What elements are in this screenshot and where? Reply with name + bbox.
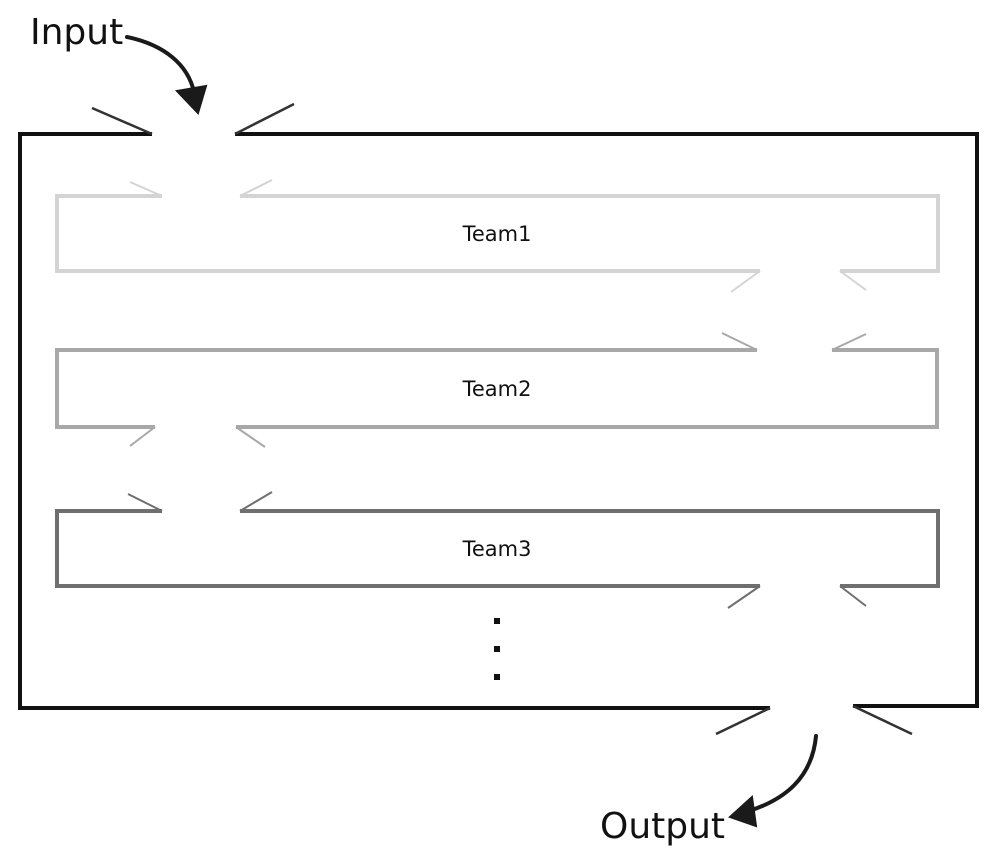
team-1-label: Team1 (462, 222, 532, 246)
outer-container (18, 102, 979, 736)
output-arrow-curve (744, 734, 818, 814)
vertical-ellipsis-icon (494, 618, 500, 680)
team-2-block (55, 332, 939, 448)
team-3-label: Team3 (462, 537, 532, 561)
team-2-label: Team2 (462, 377, 532, 401)
input-label: Input (30, 12, 123, 53)
input-arrowhead-icon (174, 84, 208, 115)
team-3-block (55, 491, 940, 609)
input-arrow-curve (125, 35, 196, 94)
team-1-block (55, 179, 940, 293)
output-label: Output (600, 806, 725, 847)
output-arrowhead-icon (728, 794, 758, 828)
